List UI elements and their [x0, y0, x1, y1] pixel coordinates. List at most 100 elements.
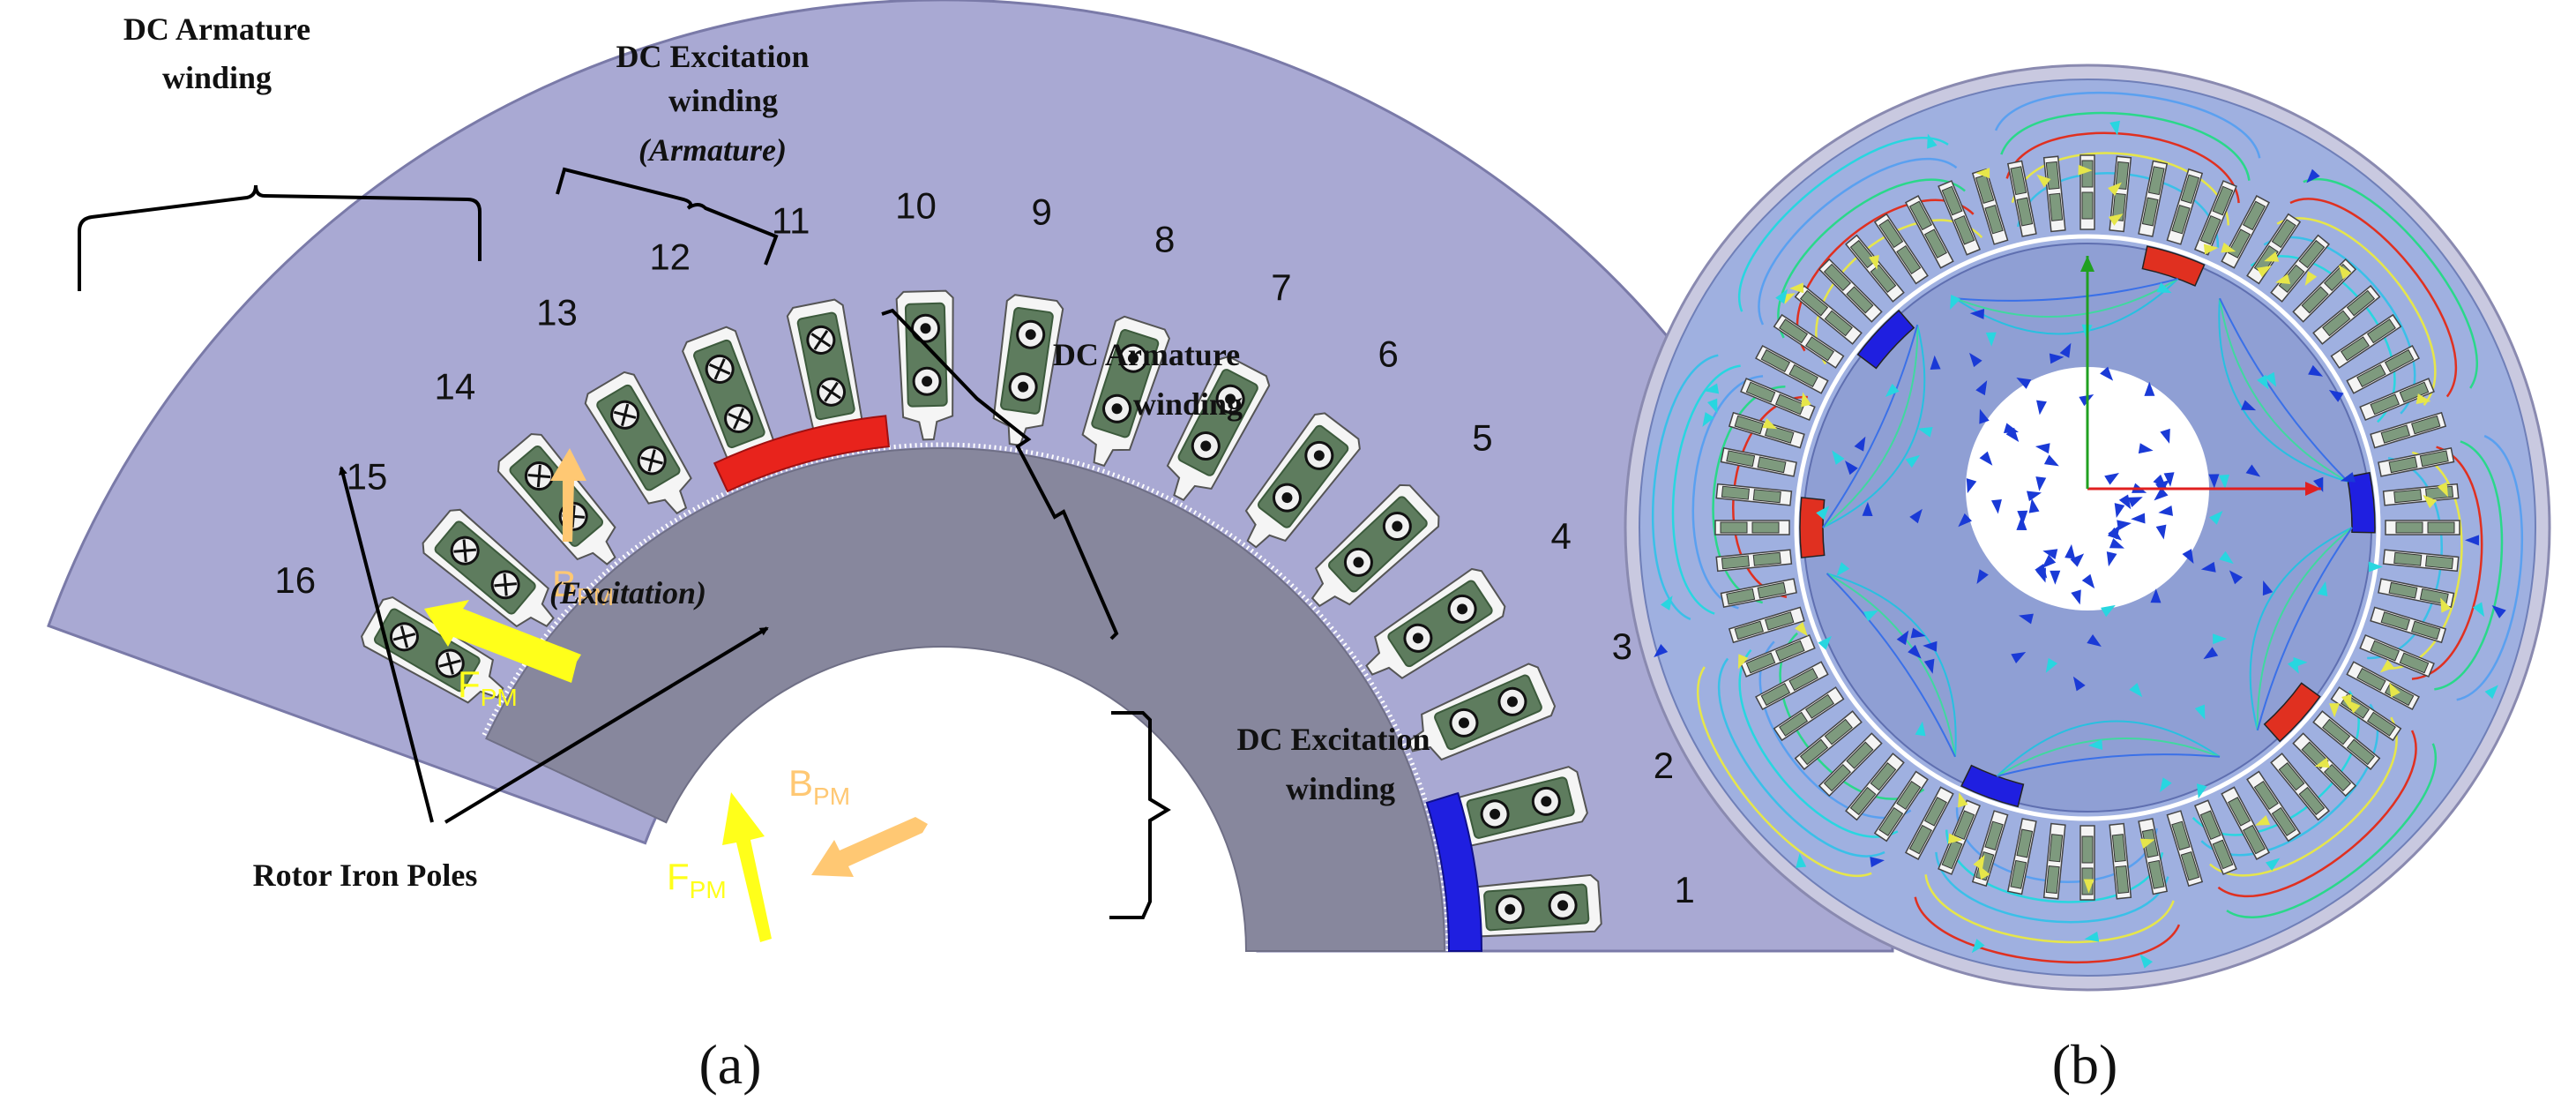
vector-arrow: [1976, 569, 1989, 585]
slot-b: [2370, 606, 2447, 644]
rotor-flux-line: [2219, 297, 2349, 483]
flux-line: [1758, 157, 1958, 326]
vector-arrow: [2328, 390, 2344, 402]
panel-b-field-simulation: (b): [1624, 64, 2551, 1096]
conductor-cross: [728, 408, 750, 430]
vector-arrow: [1975, 168, 1990, 179]
vector-arrow: [2016, 515, 2027, 530]
vector-arrow: [1885, 383, 1900, 398]
field-vector-arrows: [1654, 120, 2506, 969]
slot-number: 12: [649, 236, 691, 277]
label-excitation-right-2: winding: [1286, 771, 1395, 806]
vector-arrow: [1958, 792, 1968, 808]
slot-b: [2378, 446, 2455, 477]
slot-number: 11: [772, 200, 810, 242]
slot-b: [1720, 578, 1797, 609]
vector-arrow: [1923, 640, 1938, 652]
rotor-flux-line: [1954, 278, 2179, 335]
vector-arrow: [2072, 676, 2086, 692]
vector-arrow: [1788, 282, 1804, 294]
slot-b: [1755, 661, 1829, 710]
vector-arrow: [2042, 549, 2058, 559]
vector-arrow: [1923, 658, 1935, 674]
slot-b: [2359, 633, 2435, 678]
vector-arrow: [1863, 610, 1878, 622]
slot-b: [2138, 160, 2169, 237]
pointer-arrow-left: [339, 466, 434, 823]
stator-slot: [497, 432, 616, 565]
bracket-excitation-top: [556, 167, 779, 266]
vector-arrow: [2194, 704, 2206, 720]
rotor-flux-line: [1822, 325, 1919, 528]
stator-slot: [1310, 483, 1440, 608]
vector-arrow: [2340, 472, 2356, 483]
vector-arrow: [2264, 251, 2280, 262]
rotor-flux-line: [1954, 278, 2178, 302]
vector-arrow: [1975, 380, 1988, 396]
vector-arrow: [2265, 371, 2277, 387]
vector-arrow: [2203, 647, 2219, 660]
conductor-dot: [1225, 393, 1236, 405]
vector-arrow: [2437, 482, 2449, 498]
rotor-flux-line: [1996, 720, 2221, 777]
conductor-cross: [453, 539, 476, 563]
slot-b: [1794, 285, 1863, 345]
vector-arrow: [1950, 295, 1961, 311]
vector-arrow: [2035, 443, 2050, 454]
conductor-cross: [392, 625, 416, 648]
slot-number: 13: [536, 291, 578, 333]
rotor-flux-line: [1996, 738, 2221, 777]
bracket-armature-top: [78, 184, 482, 291]
vector-arrow: [2203, 243, 2219, 255]
vector-arrow: [2043, 454, 2059, 467]
bracket-armature-right: [881, 308, 1119, 640]
vector-arrow: [2108, 182, 2122, 196]
slot-number: 6: [1378, 333, 1398, 374]
vector-arrow: [2156, 282, 2172, 294]
vector-arrow: [2065, 543, 2076, 559]
flux-line: [1697, 666, 1872, 877]
conductor-dot: [1490, 808, 1501, 820]
flux-line: [1924, 874, 2175, 944]
rotor-flux-lines: [1822, 278, 2353, 777]
vector-arrow: [2218, 474, 2229, 490]
flux-line: [1935, 851, 2169, 924]
flux-line: [2209, 716, 2398, 877]
rotor-flux-line: [2219, 298, 2348, 483]
magnet-b: [2263, 682, 2321, 743]
conductor-cross: [810, 330, 832, 350]
conductor-cross: [640, 449, 663, 472]
pointer-arrow-right: [444, 626, 769, 824]
stator-slot: [786, 298, 863, 452]
winding-brackets: [78, 167, 1171, 919]
stator-slot: [895, 289, 954, 441]
vector-arrow: [2317, 580, 2328, 596]
vector-arrow: [2144, 381, 2155, 396]
permanent-magnet-red: [713, 415, 890, 493]
slot-b: [1818, 258, 1883, 323]
slot-b: [1715, 549, 1793, 573]
vector-arrow: [2219, 551, 2234, 565]
flux-arrows: [424, 448, 928, 942]
vector-arrow: [2017, 510, 2028, 525]
rotor-flux-line: [2256, 527, 2353, 730]
slot-b: [2193, 180, 2237, 256]
slot-b: [1905, 786, 1954, 860]
slot-b: [2221, 786, 2270, 860]
stator-slot: [1365, 567, 1506, 679]
conductor-dot: [1505, 903, 1516, 915]
vector-arrow: [2035, 476, 2047, 491]
slot-b: [2292, 258, 2357, 323]
vector-arrow: [2036, 400, 2047, 416]
vector-arrow: [1908, 644, 1922, 659]
slot-b: [2138, 818, 2169, 895]
rotor-flux-line: [1822, 324, 1926, 528]
vector-arrow: [2160, 428, 2170, 444]
vector-arrow: [2011, 652, 2027, 663]
vector-arrow: [2129, 683, 2143, 698]
vector-arrow: [2196, 783, 2207, 799]
vector-arrow: [2221, 242, 2236, 253]
slot-number: 3: [1612, 625, 1632, 667]
vector-arrow: [1909, 508, 1923, 524]
